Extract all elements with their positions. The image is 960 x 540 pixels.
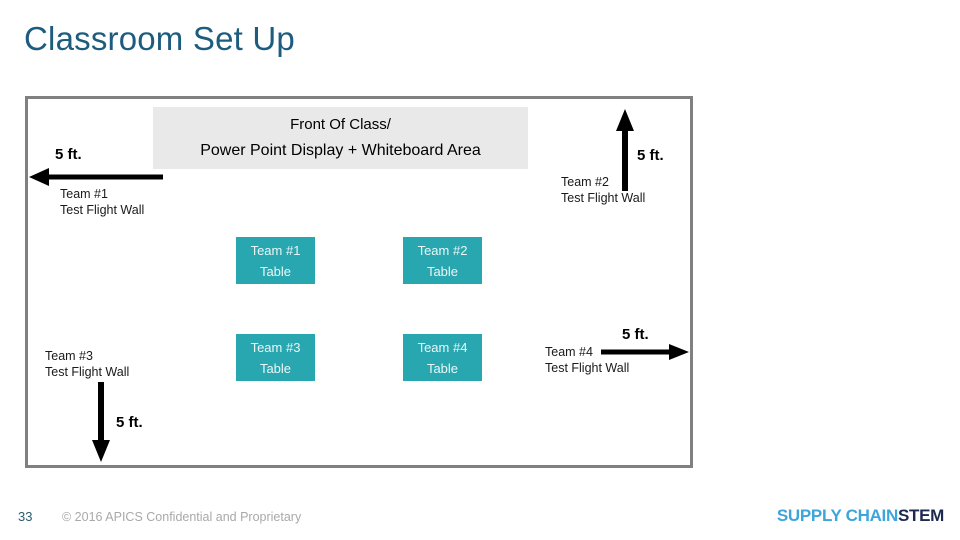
team2-wall-name: Team #2 bbox=[561, 175, 609, 189]
team1-wall-name: Team #1 bbox=[60, 187, 108, 201]
logo-stem: STEM bbox=[897, 506, 944, 525]
team2-wall-label: Team #2 Test Flight Wall bbox=[561, 174, 645, 206]
team3-table-text: Table bbox=[259, 360, 292, 376]
team1-table: Team #1 Table bbox=[236, 237, 315, 284]
up-arrow-icon bbox=[616, 109, 634, 191]
team1-table-name: Team #1 bbox=[250, 242, 301, 258]
supplychain-stem-logo: SUPPLY CHAINSTEM bbox=[777, 506, 944, 526]
team3-table-name: Team #3 bbox=[250, 339, 301, 355]
team3-wall-label: Team #3 Test Flight Wall bbox=[45, 348, 129, 380]
team2-wall-text: Test Flight Wall bbox=[561, 191, 646, 205]
copyright-text: © 2016 APICS Confidential and Proprietar… bbox=[62, 510, 302, 524]
team3-wall-name: Team #3 bbox=[45, 349, 93, 363]
team3-wall-text: Test Flight Wall bbox=[45, 365, 130, 379]
team2-table-name: Team #2 bbox=[417, 242, 468, 258]
distance-label-right-middle: 5 ft. bbox=[622, 326, 649, 343]
team4-wall-label: Team #4 Test Flight Wall bbox=[545, 344, 629, 376]
team2-table: Team #2 Table bbox=[403, 237, 482, 284]
distance-label-left: 5 ft. bbox=[55, 146, 82, 163]
team1-wall-text: Test Flight Wall bbox=[60, 203, 145, 217]
distance-label-bottom: 5 ft. bbox=[116, 414, 143, 431]
team1-wall-label: Team #1 Test Flight Wall bbox=[60, 186, 144, 218]
left-arrow-icon bbox=[29, 168, 163, 186]
front-of-class-line2: Power Point Display + Whiteboard Area bbox=[200, 142, 481, 159]
team4-table: Team #4 Table bbox=[403, 334, 482, 381]
page-title: Classroom Set Up bbox=[24, 20, 295, 57]
team4-wall-text: Test Flight Wall bbox=[545, 361, 630, 375]
team4-table-text: Table bbox=[426, 360, 459, 376]
team1-table-text: Table bbox=[259, 263, 292, 279]
front-of-class-line1: Front Of Class/ bbox=[290, 116, 391, 133]
team3-table: Team #3 Table bbox=[236, 334, 315, 381]
down-arrow-icon bbox=[92, 382, 110, 462]
front-of-class-area: Front Of Class/ Power Point Display + Wh… bbox=[153, 107, 528, 169]
page-number: 33 bbox=[18, 509, 33, 524]
distance-label-right-top: 5 ft. bbox=[637, 147, 664, 164]
team2-table-text: Table bbox=[426, 263, 459, 279]
logo-supply-chain: SUPPLY CHAIN bbox=[776, 506, 898, 525]
team4-table-name: Team #4 bbox=[417, 339, 468, 355]
team4-wall-name: Team #4 bbox=[545, 345, 593, 359]
right-arrow-icon bbox=[601, 344, 689, 360]
